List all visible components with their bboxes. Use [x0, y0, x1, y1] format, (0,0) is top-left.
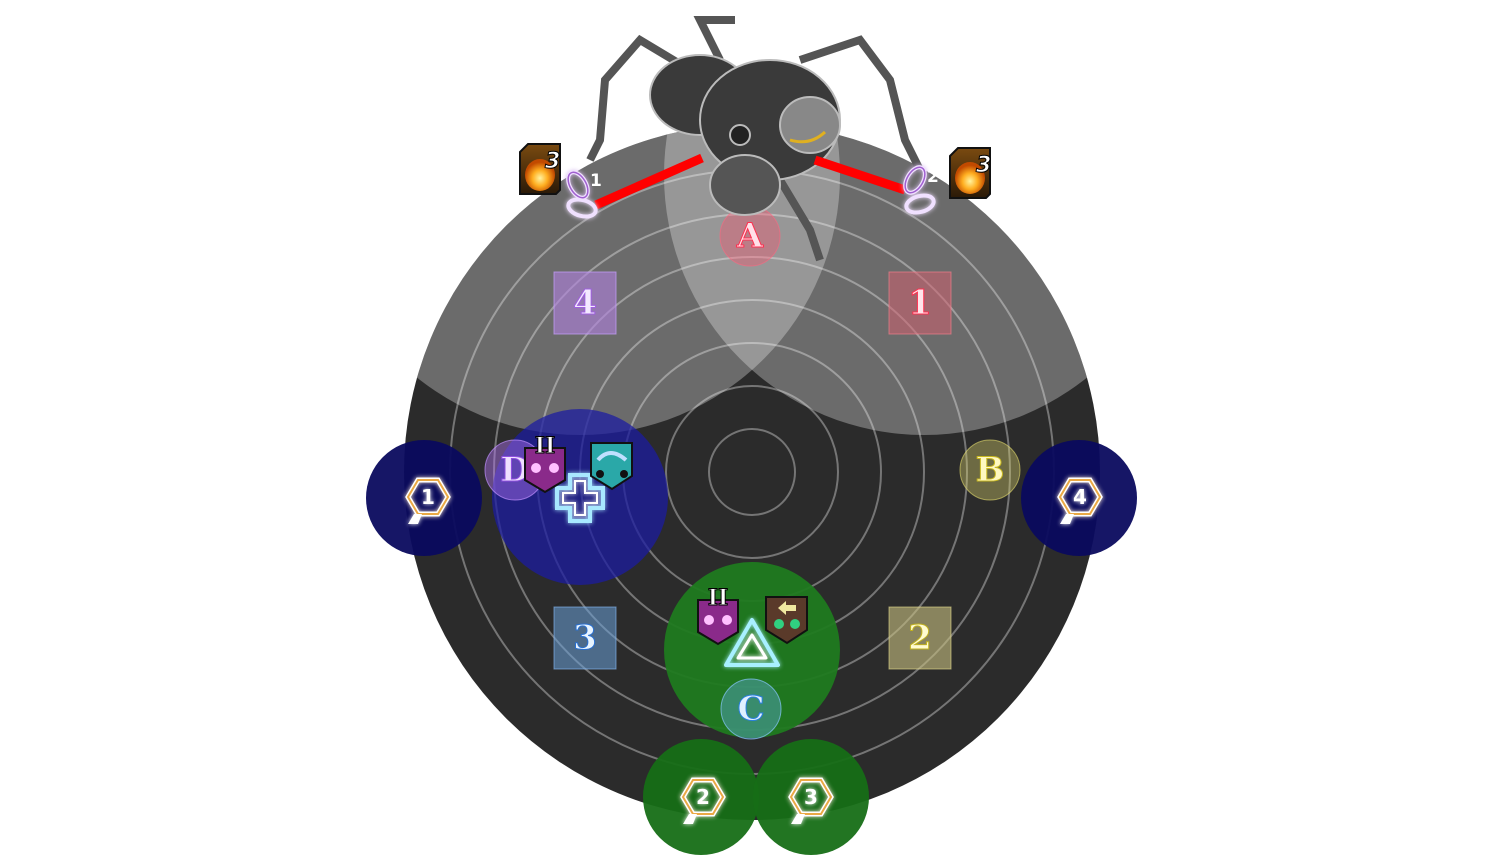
chain-icon-2	[903, 165, 936, 215]
player-marker-4: 4	[1060, 480, 1100, 524]
chain-label-2: 2	[927, 167, 939, 187]
fire-stack-count-2: 3	[976, 153, 991, 178]
chain-label-1: 1	[590, 171, 602, 191]
player-marker-2: 2	[683, 780, 723, 824]
player-marker-4-label: 4	[1073, 485, 1087, 509]
green-aoe-player-2	[643, 739, 759, 855]
tethers: 1 2 3 3	[519, 143, 992, 219]
boss-image	[586, 16, 924, 262]
fire-debuff-icon-1	[519, 143, 561, 195]
player-marker-2-label: 2	[696, 785, 710, 809]
knockback-debuff-icon	[590, 442, 633, 491]
tether-line-1	[594, 153, 704, 210]
waymark-a: A	[719, 205, 781, 267]
waymark-4-label: 4	[573, 283, 597, 323]
stage-debuff-icon-left	[524, 447, 566, 494]
green-aoe-player-3	[753, 739, 869, 855]
waymark-3: 3	[553, 606, 617, 670]
player-marker-3-label: 3	[804, 785, 818, 809]
waymark-4: 4	[553, 271, 617, 335]
party-arrow-debuff-icon	[765, 596, 808, 645]
waymark-1-label: 1	[908, 283, 932, 323]
debuff-icons: II II	[524, 433, 808, 646]
waymark-c-label: C	[737, 689, 764, 729]
waymark-3-label: 3	[573, 618, 597, 658]
player-marker-1: 1	[408, 480, 448, 524]
waymark-1: 1	[888, 271, 952, 335]
waymark-a-label: A	[736, 216, 764, 256]
player-markers: 1 4 2 3	[408, 480, 1100, 824]
waymark-c: C	[720, 678, 782, 740]
stage-debuff-icon-bottom	[697, 599, 739, 646]
aoe-circles	[366, 409, 1137, 855]
waymark-b-label: B	[976, 450, 1005, 490]
fire-debuff-icon-2	[949, 147, 991, 199]
fire-stack-count-1: 3	[545, 149, 560, 174]
player-marker-1-label: 1	[421, 485, 435, 509]
stage-debuff-label-bottom: II	[708, 585, 729, 611]
player-marker-3: 3	[791, 780, 831, 824]
blue-aoe-player-1	[366, 440, 482, 556]
triangle-marker-icon	[724, 618, 780, 667]
blue-aoe-player-4	[1021, 440, 1137, 556]
tether-line-2	[813, 155, 907, 195]
waymark-2-label: 2	[908, 618, 932, 658]
waymark-b: B	[959, 439, 1021, 501]
waymarks: A B C D 4 1 3 2	[484, 205, 1021, 740]
stage-debuff-label-left: II	[535, 433, 556, 459]
cross-marker-icon	[555, 473, 605, 523]
chain-icon-1	[566, 170, 598, 219]
waymark-2: 2	[888, 606, 952, 670]
